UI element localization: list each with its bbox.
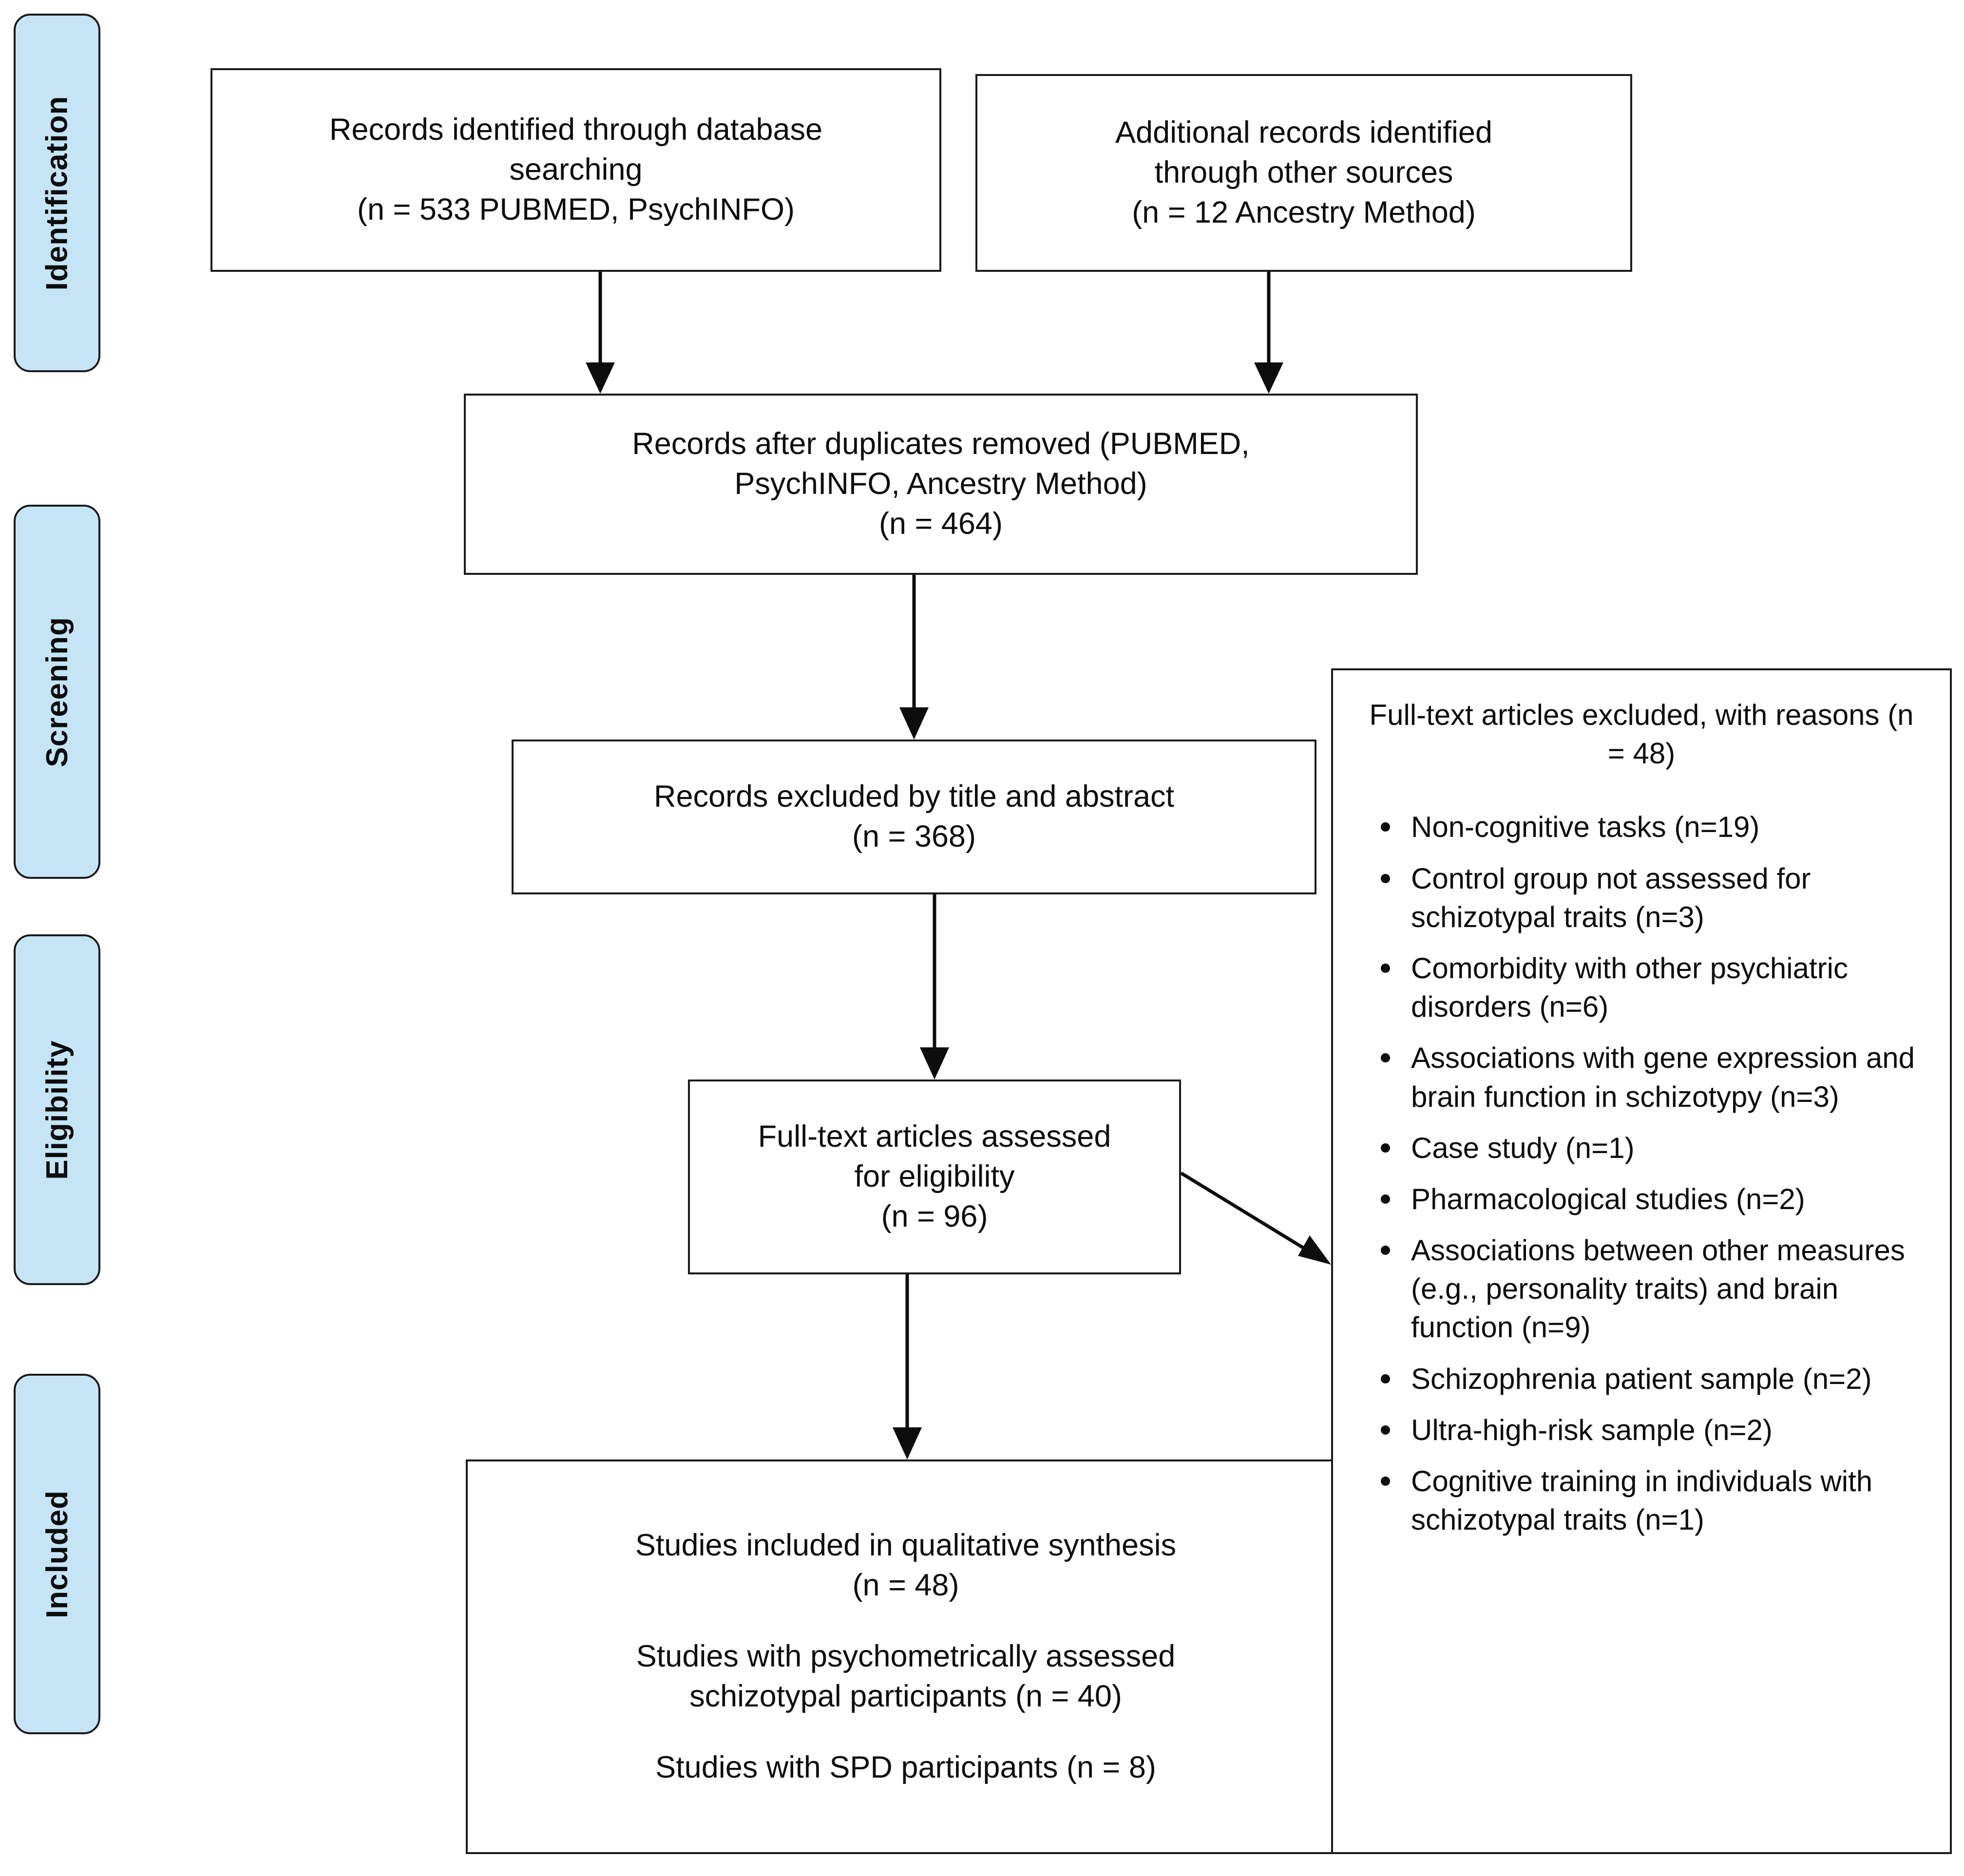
exclusion-reason-item: Cognitive training in individuals with s… (1376, 1462, 1930, 1539)
box-line: (n = 12 Ancestry Method) (1132, 195, 1476, 229)
exclusion-reason-item: Pharmacological studies (n=2) (1376, 1180, 1930, 1218)
box-records-excluded-title-abstract: Records excluded by title and abstract (… (512, 739, 1316, 894)
box-line: for eligibility (854, 1159, 1015, 1194)
box-line: Studies with psychometrically assessed (636, 1639, 1176, 1674)
exclusion-reason-text: Case study (n=1) (1411, 1131, 1635, 1164)
box-line: searching (509, 152, 643, 187)
box-records-after-duplicates-removed: Records after duplicates removed (PUBMED… (464, 394, 1418, 575)
box-fulltext-articles-excluded-with-reasons: Full-text articles excluded, with reason… (1331, 668, 1952, 1854)
exclusion-box-title: Full-text articles excluded, with reason… (1364, 696, 1919, 773)
exclusion-reason-item: Comorbidity with other psychiatric disor… (1376, 949, 1930, 1026)
exclusion-reason-item: Ultra-high-risk sample (n=2) (1376, 1411, 1930, 1449)
box-records-identified-database: Records identified through database sear… (210, 68, 941, 272)
box-line: (n = 96) (881, 1199, 988, 1233)
exclusion-reason-text: Associations with gene expression and br… (1411, 1042, 1915, 1113)
exclusion-reason-text: Non-cognitive tasks (n=19) (1411, 811, 1760, 844)
box-line: (n = 368) (852, 819, 976, 853)
stage-pill-screening: Screening (14, 505, 100, 879)
box-line: Records identified through database (329, 113, 823, 147)
box-line: (n = 533 PUBMED, PsychINFO) (357, 192, 795, 227)
stage-pill-included: Included (14, 1374, 100, 1734)
box-line: Studies included in qualitative synthesi… (635, 1528, 1177, 1563)
box-line: Records excluded by title and abstract (653, 779, 1175, 814)
box-line: schizotypal participants (n = 40) (689, 1679, 1122, 1713)
stage-pill-identification: Identification (14, 14, 100, 372)
exclusion-reason-item: Associations between other measures (e.g… (1376, 1231, 1930, 1347)
exclusion-reason-item: Non-cognitive tasks (n=19) (1376, 808, 1930, 846)
box-line: (n = 48) (852, 1568, 959, 1603)
stage-pill-eligibility: Eligibility (14, 934, 100, 1285)
box-line: Records after duplicates removed (PUBMED… (632, 427, 1250, 461)
exclusion-title-line: reasons (n = 48) (1607, 699, 1914, 770)
box-studies-included-qualitative-synthesis: Studies included in qualitative synthesi… (466, 1459, 1346, 1854)
exclusion-reason-text: Control group not assessed for schizotyp… (1411, 862, 1811, 933)
box-records-identified-other-sources: Additional records identified through ot… (975, 74, 1632, 272)
exclusion-reason-text: Ultra-high-risk sample (n=2) (1411, 1413, 1773, 1446)
exclusion-reason-text: Associations between other measures (e.g… (1411, 1234, 1905, 1344)
box-line: Studies with SPD participants (n = 8) (655, 1750, 1156, 1784)
exclusion-reason-text: Cognitive training in individuals with s… (1411, 1465, 1873, 1536)
exclusion-reason-text: Comorbidity with other psychiatric disor… (1411, 951, 1848, 1023)
exclusion-title-line: Full-text articles excluded, with (1369, 699, 1768, 731)
exclusion-reason-text: Pharmacological studies (n=2) (1411, 1182, 1805, 1215)
exclusion-reason-item: Case study (n=1) (1376, 1129, 1930, 1167)
exclusion-reason-text: Schizophrenia patient sample (n=2) (1411, 1362, 1872, 1395)
exclusion-reason-item: Schizophrenia patient sample (n=2) (1376, 1360, 1930, 1398)
box-line: Additional records identified (1115, 115, 1492, 150)
box-line: Full-text articles assessed (758, 1119, 1111, 1154)
box-line: PsychINFO, Ancestry Method) (734, 467, 1147, 501)
exclusion-reason-item: Associations with gene expression and br… (1376, 1039, 1930, 1116)
box-line: (n = 464) (879, 506, 1003, 541)
exclusion-reason-list: Non-cognitive tasks (n=19) Control group… (1348, 808, 1935, 1552)
exclusion-reason-item: Control group not assessed for schizotyp… (1376, 859, 1930, 936)
box-fulltext-articles-assessed: Full-text articles assessed for eligibil… (688, 1080, 1181, 1274)
box-line: through other sources (1154, 155, 1453, 190)
